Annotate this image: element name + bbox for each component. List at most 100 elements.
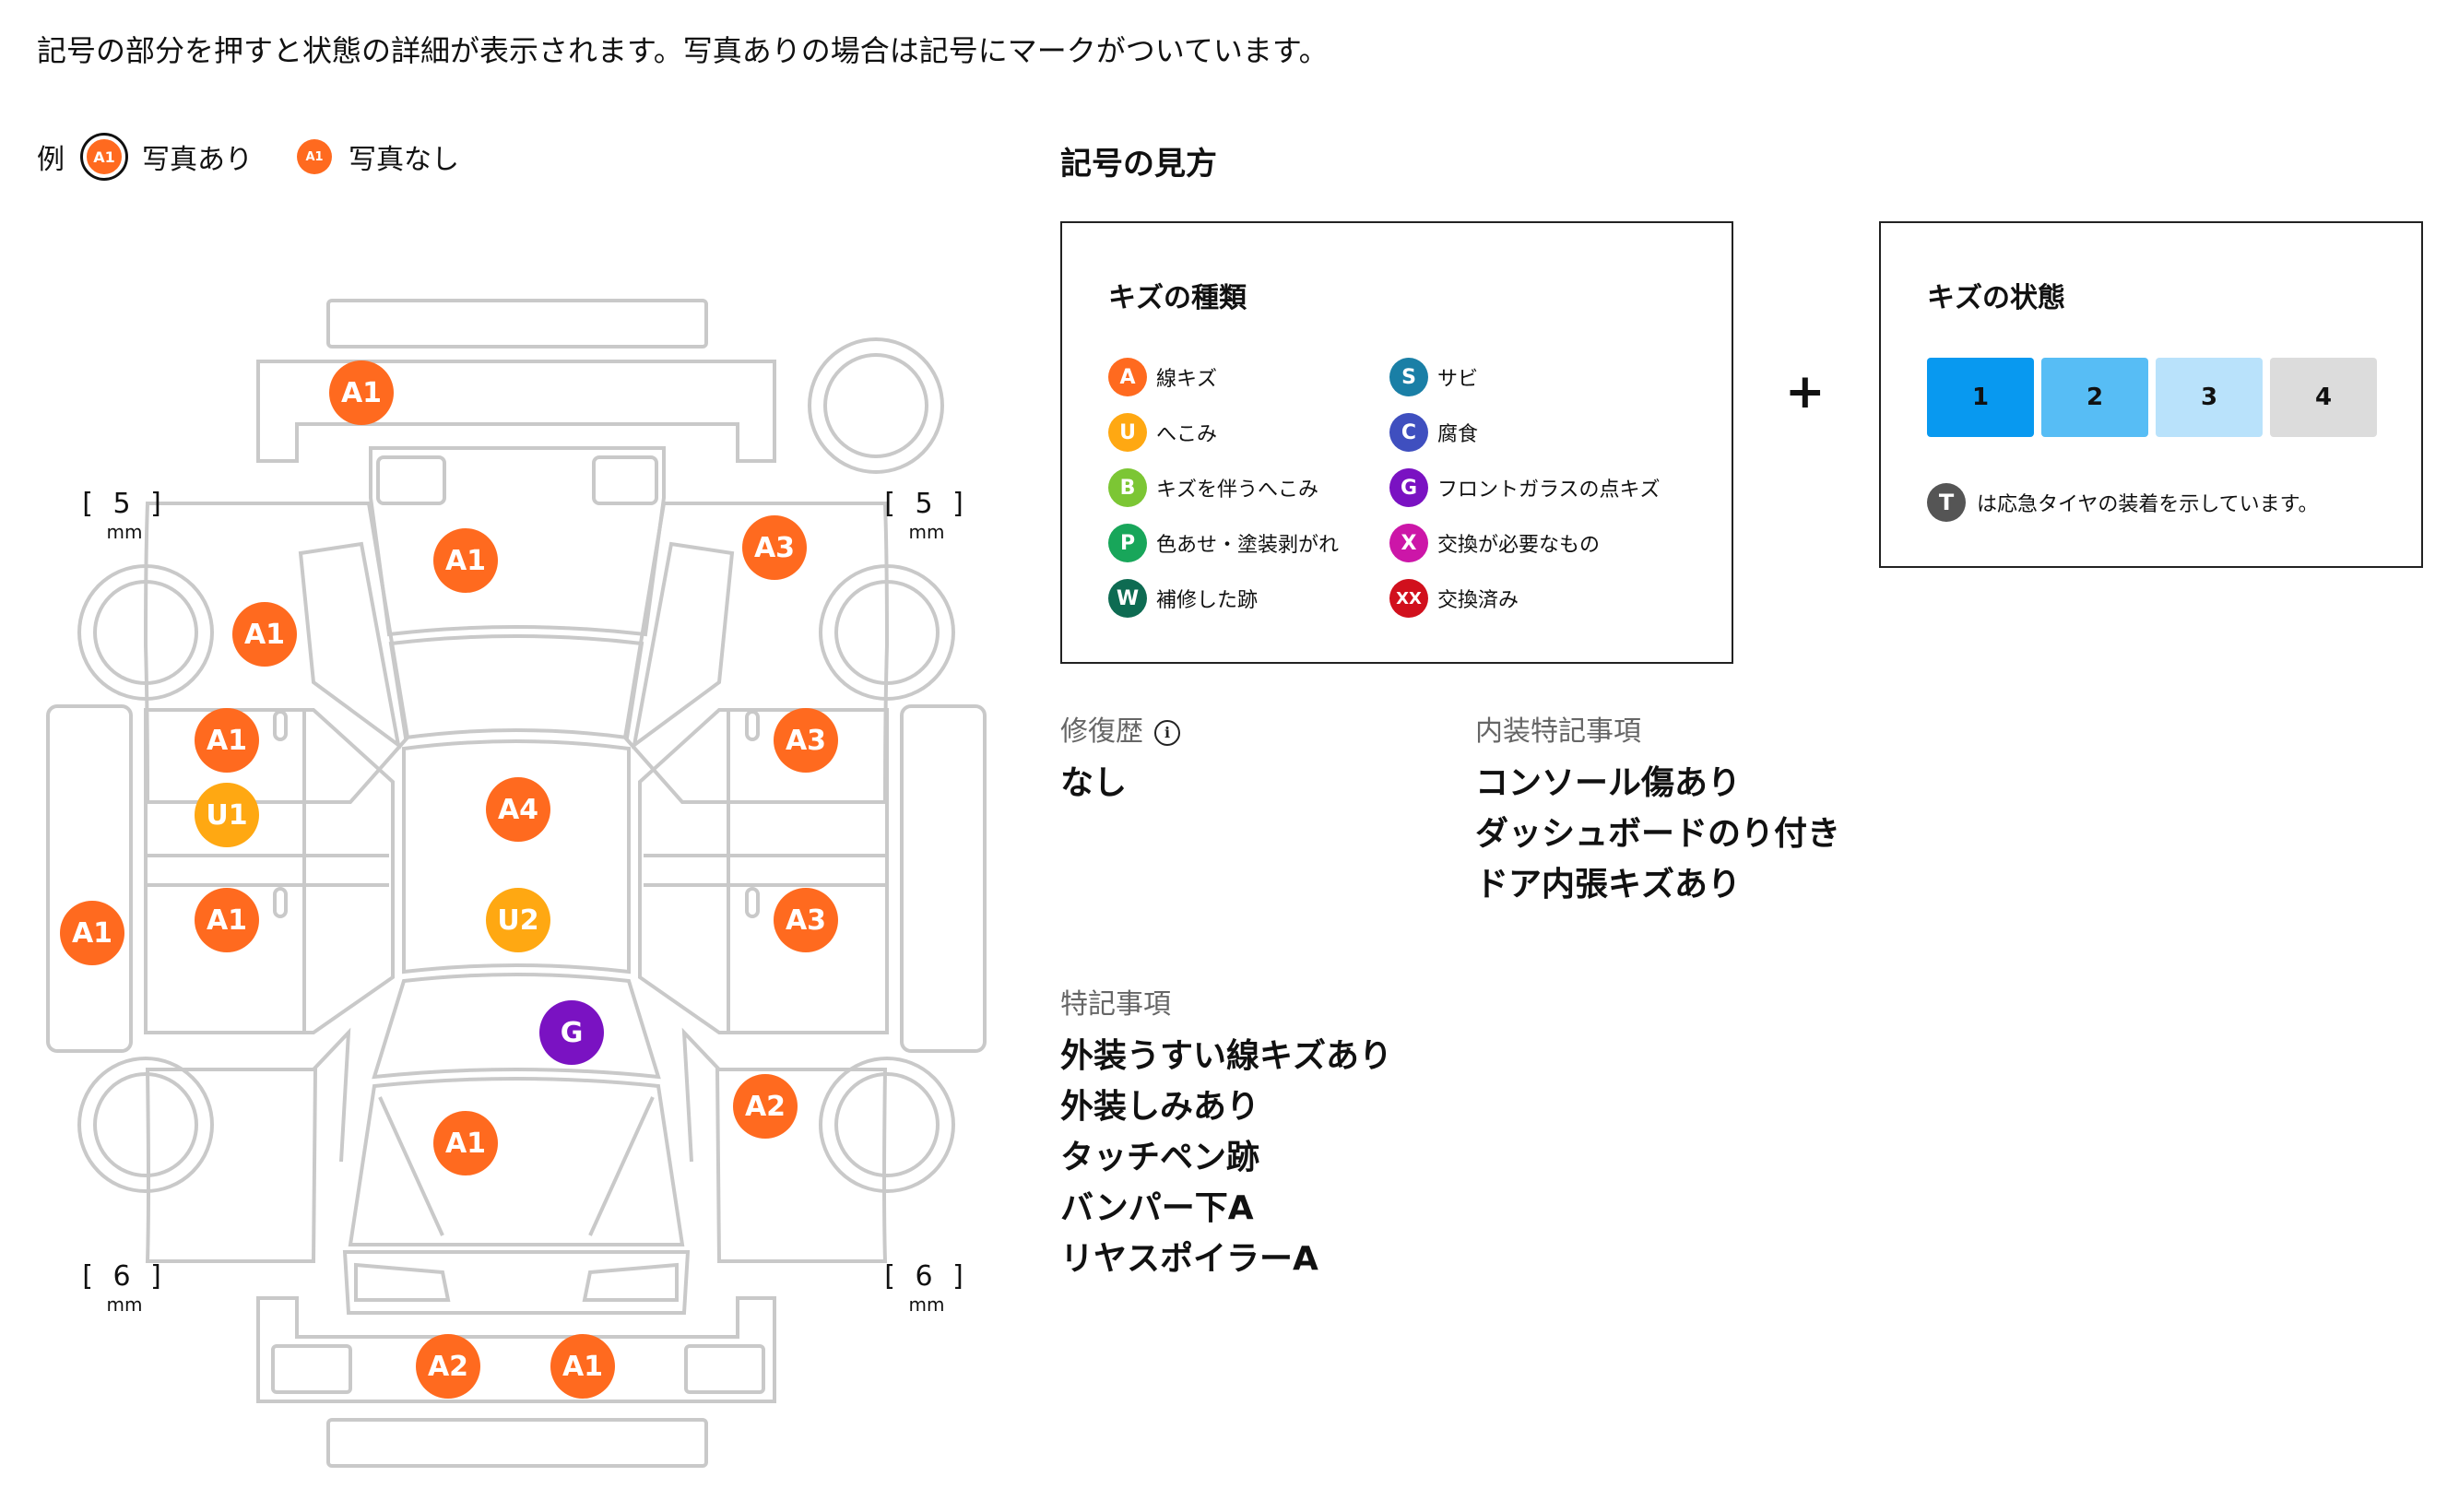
damage-mark-right-front-door[interactable]: A3	[774, 708, 838, 773]
rear-left-depth-unit: mm	[106, 1293, 143, 1316]
legend-without-photo-label: 写真なし	[349, 144, 459, 176]
damage-type-item: G フロントガラスの点キズ	[1389, 468, 1685, 507]
front-right-depth-value: [ 5 ]	[884, 488, 969, 520]
damage-mark-hood[interactable]: A1	[433, 528, 498, 593]
damage-mark-roof[interactable]: A4	[486, 777, 550, 842]
front-left-depth-value: [ 5 ]	[82, 488, 167, 520]
interior-notes-list: コンソール傷あり ダッシュボードのり付き ドア内張キズあり	[1475, 758, 1840, 910]
symbol-key-title: 記号の見方	[1060, 146, 1217, 183]
damage-mark-rear-window[interactable]: G	[539, 1000, 604, 1065]
damage-type-item: S サビ	[1389, 358, 1685, 396]
damage-code-badge: A	[1108, 358, 1147, 396]
temporary-tire-note: T は応急タイヤの装着を示しています。	[1927, 483, 2318, 522]
damage-type-label: へこみ	[1156, 423, 1218, 446]
damage-mark-right-rear-fender[interactable]: A2	[733, 1074, 798, 1139]
temporary-tire-note-text: は応急タイヤの装着を示しています。	[1977, 493, 2319, 516]
rear-left-tread-depth: [ 6 ] mm	[55, 1263, 194, 1318]
damage-mark-front-bumper[interactable]: A1	[329, 360, 394, 425]
damage-level-3: 3	[2156, 358, 2263, 437]
damage-mark-left-front-fender[interactable]: A1	[232, 602, 297, 667]
rear-right-tread-depth: [ 6 ] mm	[857, 1263, 996, 1318]
special-note-item: 外装うすい線キズあり	[1060, 1037, 1393, 1075]
legend-mark-with-photo: A1	[83, 136, 125, 178]
interior-note-item: ダッシュボードのり付き	[1475, 815, 1841, 853]
repair-history-section: 修復歴 i なし	[1060, 708, 1180, 809]
damage-type-item: P 色あせ・塗装剥がれ	[1108, 524, 1389, 562]
interior-notes-section: 内装特記事項 コンソール傷あり ダッシュボードのり付き ドア内張キズあり	[1475, 708, 1840, 910]
interior-notes-label: 内装特記事項	[1475, 715, 1641, 748]
legend-mark-without-photo: A1	[297, 139, 332, 174]
damage-level-4: 4	[2270, 358, 2377, 437]
damage-mark-roof-dent[interactable]: U2	[486, 888, 550, 952]
damage-level-scale: 1 2 3 4	[1927, 358, 2377, 437]
repair-history-label: 修復歴	[1060, 715, 1143, 748]
damage-code-badge: W	[1108, 579, 1147, 618]
special-notes-section: 特記事項 外装うすい線キズあり 外装しみあり タッチペン跡 バンパー下A リヤス…	[1060, 981, 1392, 1284]
damage-mark-right-front-fender[interactable]: A3	[742, 515, 807, 580]
front-right-tread-depth: [ 5 ] mm	[857, 490, 996, 546]
damage-type-label: 線キズ	[1156, 368, 1218, 391]
damage-mark-rear-bumper-left[interactable]: A2	[416, 1334, 480, 1399]
rear-right-depth-value: [ 6 ]	[884, 1260, 969, 1293]
damage-mark-right-rear-door[interactable]: A3	[774, 888, 838, 952]
damage-level-panel: キズの状態 1 2 3 4 T は応急タイヤの装着を示しています。	[1879, 221, 2423, 568]
front-right-depth-unit: mm	[908, 521, 945, 543]
car-damage-diagram: [ 5 ] mm [ 5 ] mm [ 6 ] mm [ 6 ] mm A1 A…	[37, 277, 996, 1475]
rear-right-depth-unit: mm	[908, 1293, 945, 1316]
damage-type-label: サビ	[1437, 368, 1479, 391]
damage-mark-left-front-door[interactable]: A1	[195, 708, 259, 773]
damage-type-label: 交換が必要なもの	[1437, 534, 1601, 557]
photo-legend: 例 A1 写真あり A1 写真なし	[37, 133, 503, 181]
legend-with-photo-label: 写真あり	[142, 144, 253, 176]
temporary-tire-badge: T	[1927, 483, 1966, 522]
damage-code-badge: S	[1389, 358, 1428, 396]
damage-code-badge: X	[1389, 524, 1428, 562]
front-left-depth-unit: mm	[106, 521, 143, 543]
info-icon[interactable]: i	[1154, 719, 1180, 746]
damage-level-title: キズの状態	[1927, 282, 2065, 314]
plus-sign: +	[1785, 364, 1826, 419]
damage-level-1: 1	[1927, 358, 2034, 437]
special-notes-label: 特記事項	[1060, 988, 1171, 1021]
damage-type-item: A 線キズ	[1108, 358, 1389, 396]
damage-types-panel: キズの種類 A 線キズ S サビ U へこみ C 腐食 B キズを伴うへこみ G フロントガ…	[1060, 221, 1733, 664]
repair-history-label-row: 修復歴 i	[1060, 708, 1180, 749]
damage-mark-left-front-door-dent[interactable]: U1	[195, 783, 259, 847]
damage-types-title: キズの種類	[1108, 282, 1247, 314]
car-outline-drawing	[46, 299, 987, 1468]
damage-type-label: フロントガラスの点キズ	[1437, 478, 1661, 502]
damage-code-badge: C	[1389, 413, 1428, 452]
damage-type-label: キズを伴うへこみ	[1156, 478, 1319, 502]
damage-type-label: 腐食	[1437, 423, 1479, 446]
rear-left-depth-value: [ 6 ]	[82, 1260, 167, 1293]
instruction-text: 記号の部分を押すと状態の詳細が表示されます。写真ありの場合は記号にマークがついて…	[37, 33, 1329, 68]
damage-type-label: 交換済み	[1437, 589, 1519, 612]
damage-type-label: 色あせ・塗装剥がれ	[1156, 534, 1340, 557]
special-notes-list: 外装うすい線キズあり 外装しみあり タッチペン跡 バンパー下A リヤスポイラーA	[1060, 1031, 1392, 1284]
damage-mark-rear-bumper-right[interactable]: A1	[550, 1334, 615, 1399]
special-note-item: リヤスポイラーA	[1060, 1240, 1318, 1278]
damage-type-label: 補修した跡	[1156, 589, 1259, 612]
special-note-item: 外装しみあり	[1060, 1088, 1260, 1126]
damage-level-2: 2	[2041, 358, 2148, 437]
damage-type-item: B キズを伴うへこみ	[1108, 468, 1389, 507]
repair-history-value: なし	[1060, 764, 1128, 802]
damage-code-badge: P	[1108, 524, 1147, 562]
damage-type-item: XX 交換済み	[1389, 579, 1685, 618]
special-note-item: バンパー下A	[1060, 1189, 1254, 1227]
damage-code-badge: B	[1108, 468, 1147, 507]
damage-code-badge: U	[1108, 413, 1147, 452]
damage-code-badge: XX	[1389, 579, 1428, 618]
damage-mark-left-sill[interactable]: A1	[60, 901, 124, 965]
damage-code-badge: G	[1389, 468, 1428, 507]
damage-type-item: U へこみ	[1108, 413, 1389, 452]
damage-type-item: W 補修した跡	[1108, 579, 1389, 618]
interior-note-item: コンソール傷あり	[1475, 764, 1742, 802]
damage-mark-trunk[interactable]: A1	[433, 1111, 498, 1175]
special-note-item: タッチペン跡	[1060, 1139, 1260, 1176]
legend-example-label: 例	[37, 144, 65, 176]
damage-type-item: X 交換が必要なもの	[1389, 524, 1685, 562]
damage-mark-left-rear-door[interactable]: A1	[195, 888, 259, 952]
front-left-tread-depth: [ 5 ] mm	[55, 490, 194, 546]
interior-note-item: ドア内張キズあり	[1475, 866, 1742, 904]
